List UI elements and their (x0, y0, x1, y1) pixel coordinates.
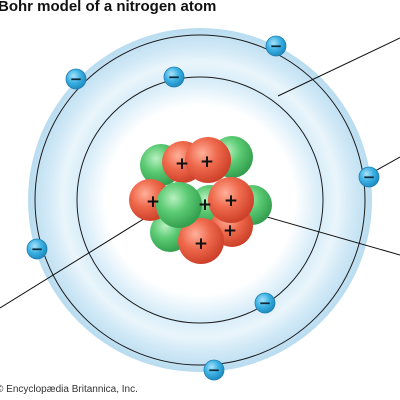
electron (265, 35, 287, 57)
proton (178, 218, 224, 264)
electron (26, 238, 48, 260)
nucleus (129, 136, 272, 264)
proton-plus-sign: + (223, 221, 237, 241)
electron-minus-sign: − (168, 68, 181, 86)
electron-minus-sign: − (363, 168, 376, 186)
electron-minus-sign: − (31, 240, 44, 258)
proton-plus-sign: + (175, 154, 189, 174)
electron (254, 292, 276, 314)
electron-minus-sign: − (208, 361, 221, 379)
inner-orbit (76, 76, 324, 324)
electrons (26, 35, 380, 381)
copyright-credit: © Encyclopædia Britannica, Inc. (0, 384, 138, 395)
proton-plus-sign: + (200, 152, 214, 172)
leader-line-electron (277, 37, 400, 97)
neutron (156, 182, 202, 228)
electron-minus-sign: − (70, 70, 83, 88)
page-title: Bohr model of a nitrogen atom (0, 0, 217, 15)
leader-line-neutron (0, 214, 151, 309)
proton-plus-sign: + (146, 192, 160, 212)
electron-minus-sign: − (270, 37, 283, 55)
proton-plus-sign: + (194, 234, 208, 254)
proton (208, 177, 254, 223)
electron (358, 166, 380, 188)
proton-plus-sign: + (224, 191, 238, 211)
outer-orbit (34, 34, 366, 366)
electron (65, 68, 87, 90)
electron (203, 359, 225, 381)
proton-plus-sign: + (198, 195, 212, 215)
proton (185, 137, 231, 183)
electron (163, 66, 185, 88)
electron-minus-sign: − (259, 294, 272, 312)
